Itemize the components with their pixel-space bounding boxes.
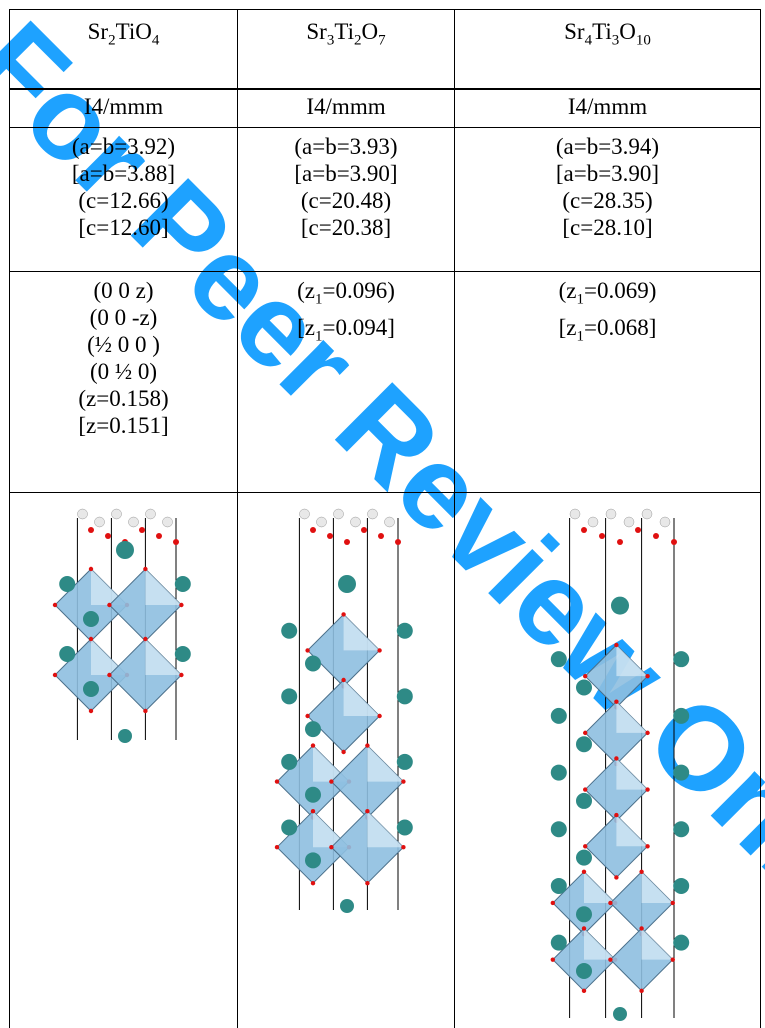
lattice-line: [a=b=3.88] — [71, 161, 176, 186]
table-rule-positions — [9, 271, 761, 272]
position-line: (z1=0.096) — [297, 278, 395, 308]
lattice-line: (a=b=3.93) — [294, 134, 398, 159]
table-rule-top — [9, 9, 761, 10]
table-rule-col2 — [454, 9, 455, 1028]
position-line: [z1=0.068] — [558, 314, 657, 345]
lattice-line: [a=b=3.90] — [555, 161, 660, 186]
table-rule-structures — [9, 492, 761, 493]
formula-sr4ti3o10: Sr4Ti3O10 — [564, 19, 651, 49]
lattice-line: [c=28.10] — [562, 215, 653, 240]
lattice-line: [c=20.38] — [300, 215, 392, 240]
table-rule-lattice — [9, 127, 761, 128]
position-line: (0 0 z) — [93, 278, 154, 303]
lattice-line: (c=28.35) — [562, 188, 653, 213]
table-rule-header — [9, 88, 761, 90]
space-group-sr3ti2o7: I4/mmm — [306, 94, 386, 119]
position-line: [z=0.151] — [78, 413, 169, 438]
formula-sr2tio4: Sr2TiO4 — [87, 19, 160, 49]
lattice-line: (c=20.48) — [300, 188, 392, 213]
lattice-sr2tio4: (a=b=3.92) [a=b=3.88] (c=12.66) [c=12.60… — [10, 133, 237, 241]
position-line: [z1=0.094] — [297, 314, 395, 345]
lattice-line: [a=b=3.90] — [294, 161, 398, 186]
position-line: (0 ½ 0) — [89, 359, 158, 384]
lattice-line: (a=b=3.94) — [555, 134, 660, 159]
position-line: (z=0.158) — [78, 386, 169, 411]
space-group-sr2tio4: I4/mmm — [83, 94, 164, 119]
lattice-sr4ti3o10: (a=b=3.94) [a=b=3.90] (c=28.35) [c=28.10… — [455, 133, 760, 241]
formula-sr3ti2o7: Sr3Ti2O7 — [306, 19, 386, 49]
crystal-structure-sr4ti3o10 — [550, 508, 690, 1021]
table-rule-right — [760, 9, 761, 1028]
positions-sr4ti3o10: (z1=0.069) [z1=0.068] — [455, 277, 760, 350]
crystal-structure-sr2tio4 — [52, 508, 191, 743]
table-rule-left — [9, 9, 10, 1028]
positions-sr3ti2o7: (z1=0.096) [z1=0.094] — [238, 277, 454, 350]
lattice-line: (a=b=3.92) — [71, 134, 176, 159]
table-rule-col1 — [237, 9, 238, 1028]
crystal-structure-sr3ti2o7 — [274, 508, 413, 913]
position-line: (0 0 -z) — [89, 305, 158, 330]
position-line: (z1=0.069) — [558, 278, 657, 308]
positions-sr2tio4: (0 0 z) (0 0 -z) (½ 0 0 ) (0 ½ 0) (z=0.1… — [10, 277, 237, 439]
position-line: (½ 0 0 ) — [87, 332, 160, 357]
lattice-line: [c=12.60] — [78, 215, 169, 240]
lattice-line: (c=12.66) — [78, 188, 169, 213]
lattice-sr3ti2o7: (a=b=3.93) [a=b=3.90] (c=20.48) [c=20.38… — [238, 133, 454, 241]
space-group-sr4ti3o10: I4/mmm — [567, 94, 648, 119]
